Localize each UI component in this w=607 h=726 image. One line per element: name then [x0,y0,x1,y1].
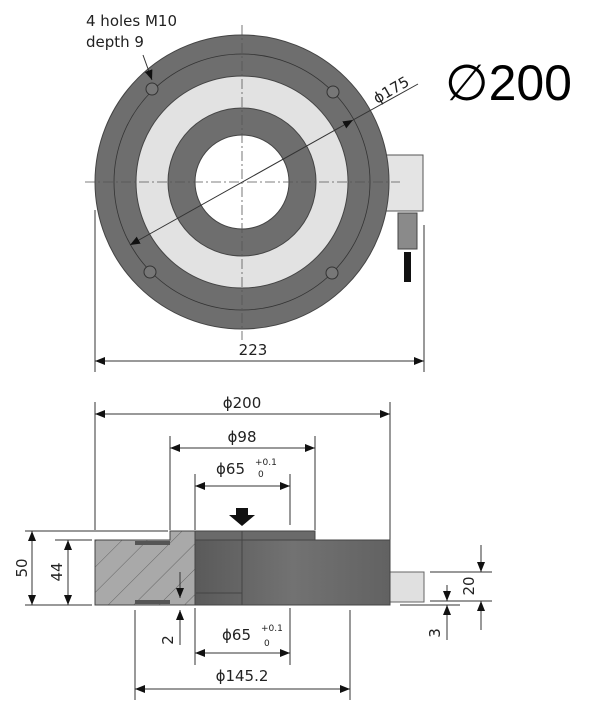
tolerance-lower-bottom: 0 [264,639,270,649]
base-diameter-dim: ϕ145.2 [216,667,269,685]
side-view: ϕ200 ϕ98 ϕ65 +0.1 0 50 44 2 [13,394,492,700]
top-view: 4 holes M10 depth 9 ϕ175 223 [85,12,425,372]
boss-diameter-dim: ϕ98 [228,428,257,446]
connector-housing [385,154,424,212]
bore-top-dim: ϕ65 [216,460,245,478]
height-body-dim: 44 [48,562,66,581]
tolerance-upper-bottom: +0.1 [261,624,283,634]
height-total-dim: 50 [13,558,31,577]
cable [404,252,411,282]
tolerance-lower: 0 [258,470,264,480]
mounting-holes [143,82,340,280]
headline-diameter: ∅200 [445,55,572,111]
connector-height-dim: 20 [460,576,478,595]
holes-label: 4 holes M10 [86,12,177,30]
width-dim: 223 [239,341,268,359]
main-body [194,539,391,606]
connector-plug [397,212,418,250]
connector-offset-dim: 3 [426,628,444,638]
bolt-circle-dim: ϕ175 [370,73,412,108]
load-arrow-icon [229,508,255,526]
groove-depth-dim: 2 [159,635,177,645]
bore-bottom-dim: ϕ65 [222,626,251,644]
holes-depth-label: depth 9 [86,33,144,51]
connector-side [387,571,425,603]
holes-leader [142,54,153,81]
tolerance-upper: +0.1 [255,458,277,468]
outer-diameter-dim: ϕ200 [223,394,262,412]
